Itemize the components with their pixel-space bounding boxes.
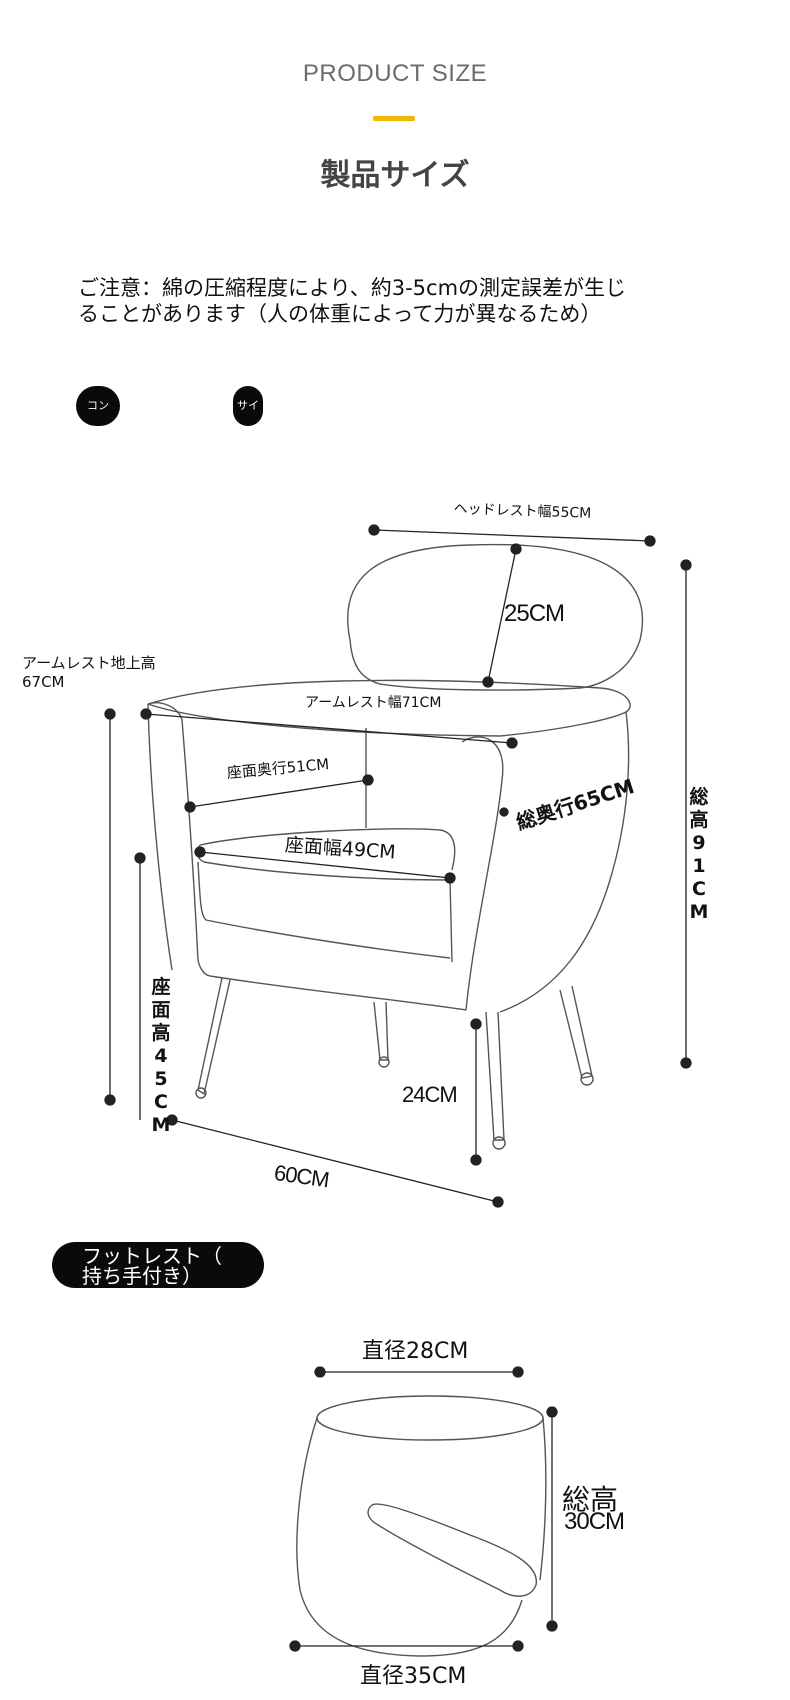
section-title-en: PRODUCT SIZE	[302, 60, 488, 87]
label-footrest-bottom-diameter: 直径35CM	[360, 1664, 467, 1689]
tab-pill-right: サイズ	[233, 386, 263, 452]
footrest-outline	[296, 1395, 547, 1657]
footrest-title-line-1: フットレスト（	[82, 1244, 222, 1268]
tab-pill-left-label: コン	[87, 399, 109, 412]
label-leg-height: 24CM	[402, 1082, 458, 1107]
chair-outline	[147, 543, 644, 1150]
footrest-title-pill: フットレスト（ 持ち手付き）	[52, 1242, 264, 1288]
notice-line-2: ることがあります（人の体重によって力が異なるため）	[78, 302, 602, 326]
label-arm-height-1: アームレスト地上高	[22, 654, 156, 672]
footrest-title-line-2: 持ち手付き）	[82, 1264, 202, 1288]
label-seat-height: 座面高45CM	[151, 976, 171, 1136]
tab-pill-left: コン	[76, 386, 120, 426]
tab-pill-right-label: サイズ	[237, 399, 259, 452]
title-accent-bar	[373, 116, 415, 121]
label-headrest-height: 25CM	[504, 600, 565, 627]
label-total-height: 総高91CM	[689, 786, 709, 923]
label-footrest-height-title: 総高	[562, 1483, 619, 1516]
label-arm-width: アームレスト幅71CM	[305, 695, 442, 711]
label-footrest-height-value: 30CM	[564, 1508, 625, 1535]
dimension-lines	[104, 524, 692, 1652]
section-title-jp: 製品サイズ	[320, 158, 470, 193]
notice-line-1: ご注意：綿の圧縮程度により、約3-5cmの測定誤差が生じ	[78, 276, 627, 300]
label-arm-height-2: 67CM	[22, 673, 65, 691]
label-footrest-top-diameter: 直径28CM	[362, 1339, 469, 1364]
